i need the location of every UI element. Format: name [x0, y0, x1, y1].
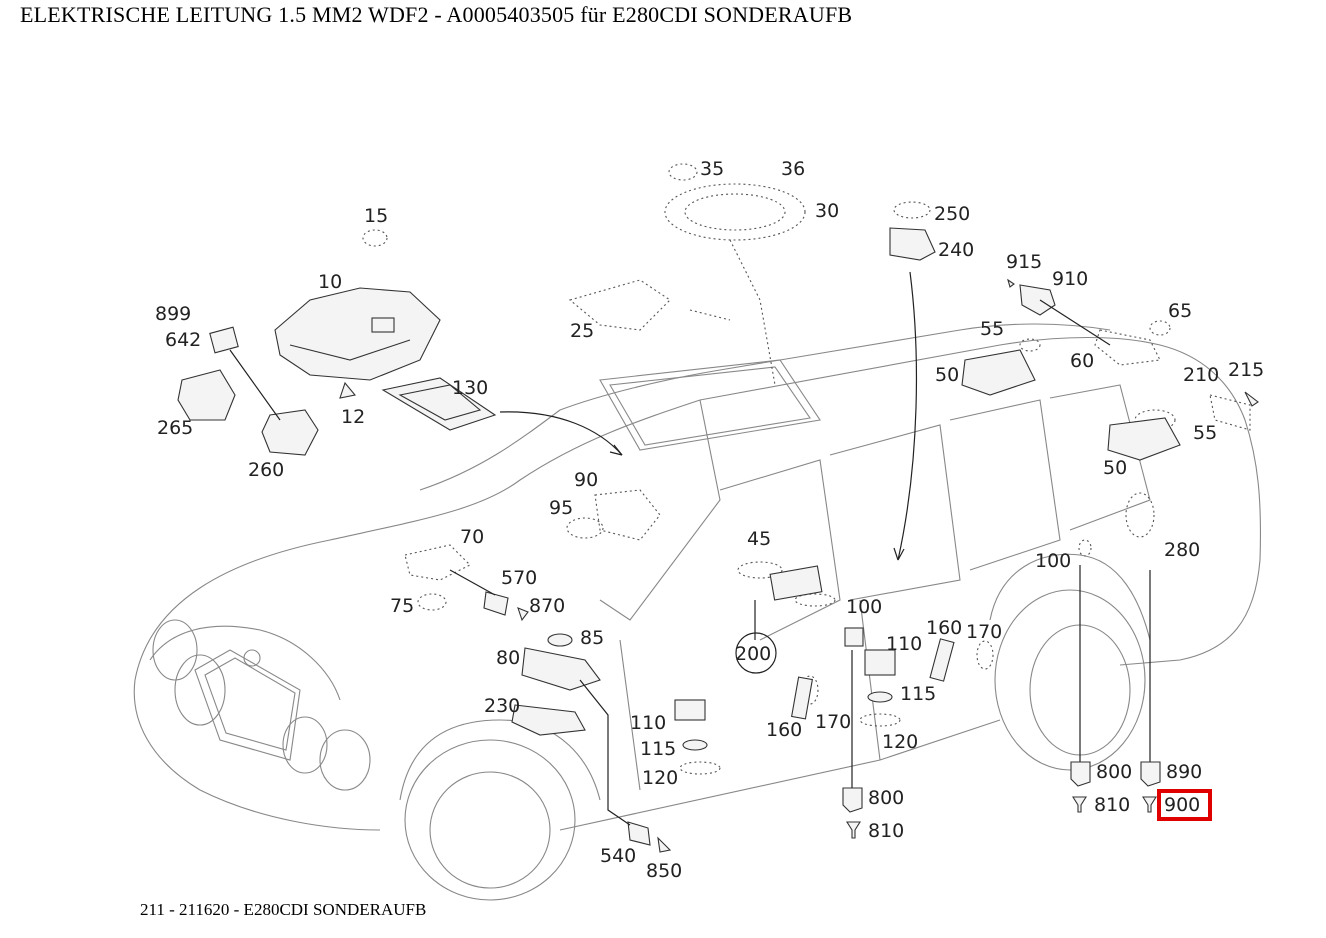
callout-240: 240	[938, 239, 974, 261]
callout-540: 540	[600, 845, 636, 867]
callout-110: 110	[630, 712, 666, 734]
callout-915: 915	[1006, 251, 1042, 273]
callout-12: 12	[341, 406, 365, 428]
callout-850: 850	[646, 860, 682, 882]
callout-800: 800	[868, 787, 904, 809]
callout-260: 260	[248, 459, 284, 481]
callout-25: 25	[570, 320, 594, 342]
callout-95: 95	[549, 497, 573, 519]
callout-110: 110	[886, 633, 922, 655]
callout-170: 170	[966, 621, 1002, 643]
callout-70: 70	[460, 526, 484, 548]
callout-230: 230	[484, 695, 520, 717]
callout-55: 55	[980, 318, 1004, 340]
callout-800: 800	[1096, 761, 1132, 783]
highlight-box	[1157, 789, 1212, 821]
callout-50: 50	[1103, 457, 1127, 479]
callout-85: 85	[580, 627, 604, 649]
callout-130: 130	[452, 377, 488, 399]
callout-30: 30	[815, 200, 839, 222]
callout-910: 910	[1052, 268, 1088, 290]
callout-35: 35	[700, 158, 724, 180]
callout-899: 899	[155, 303, 191, 325]
callout-210: 210	[1183, 364, 1219, 386]
callout-100: 100	[1035, 550, 1071, 572]
callout-280: 280	[1164, 539, 1200, 561]
callout-45: 45	[747, 528, 771, 550]
solid-parts	[177, 227, 1259, 853]
callout-10: 10	[318, 271, 342, 293]
callout-115: 115	[900, 683, 936, 705]
callout-570: 570	[501, 567, 537, 589]
callout-55: 55	[1193, 422, 1217, 444]
callout-100: 100	[846, 596, 882, 618]
callout-870: 870	[529, 595, 565, 617]
diagram-footer: 211 - 211620 - E280CDI SONDERAUFB	[140, 900, 427, 919]
leader-lines	[229, 271, 1161, 839]
callout-115: 115	[640, 738, 676, 760]
callout-810: 810	[1094, 794, 1130, 816]
callout-900-highlighted: 900	[1164, 794, 1200, 816]
callout-36: 36	[781, 158, 805, 180]
callout-120: 120	[642, 767, 678, 789]
callout-250: 250	[934, 203, 970, 225]
callout-170: 170	[815, 711, 851, 733]
callout-642: 642	[165, 329, 201, 351]
callout-160: 160	[766, 719, 802, 741]
callout-160: 160	[926, 617, 962, 639]
callout-75: 75	[390, 595, 414, 617]
page-title: ELEKTRISCHE LEITUNG 1.5 MM2 WDF2 - A0005…	[20, 2, 853, 27]
callout-50: 50	[935, 364, 959, 386]
callout-810: 810	[868, 820, 904, 842]
callout-265: 265	[157, 417, 193, 439]
callout-60: 60	[1070, 350, 1094, 372]
callout-200: 200	[735, 643, 771, 665]
callout-labels: 35 36 30 15 250 240 915 910 10 25 899 64…	[155, 158, 1264, 882]
callout-890: 890	[1166, 761, 1202, 783]
callout-120: 120	[882, 731, 918, 753]
callout-80: 80	[496, 647, 520, 669]
callout-215: 215	[1228, 359, 1264, 381]
callout-65: 65	[1168, 300, 1192, 322]
callout-15: 15	[364, 205, 388, 227]
callout-90: 90	[574, 469, 598, 491]
